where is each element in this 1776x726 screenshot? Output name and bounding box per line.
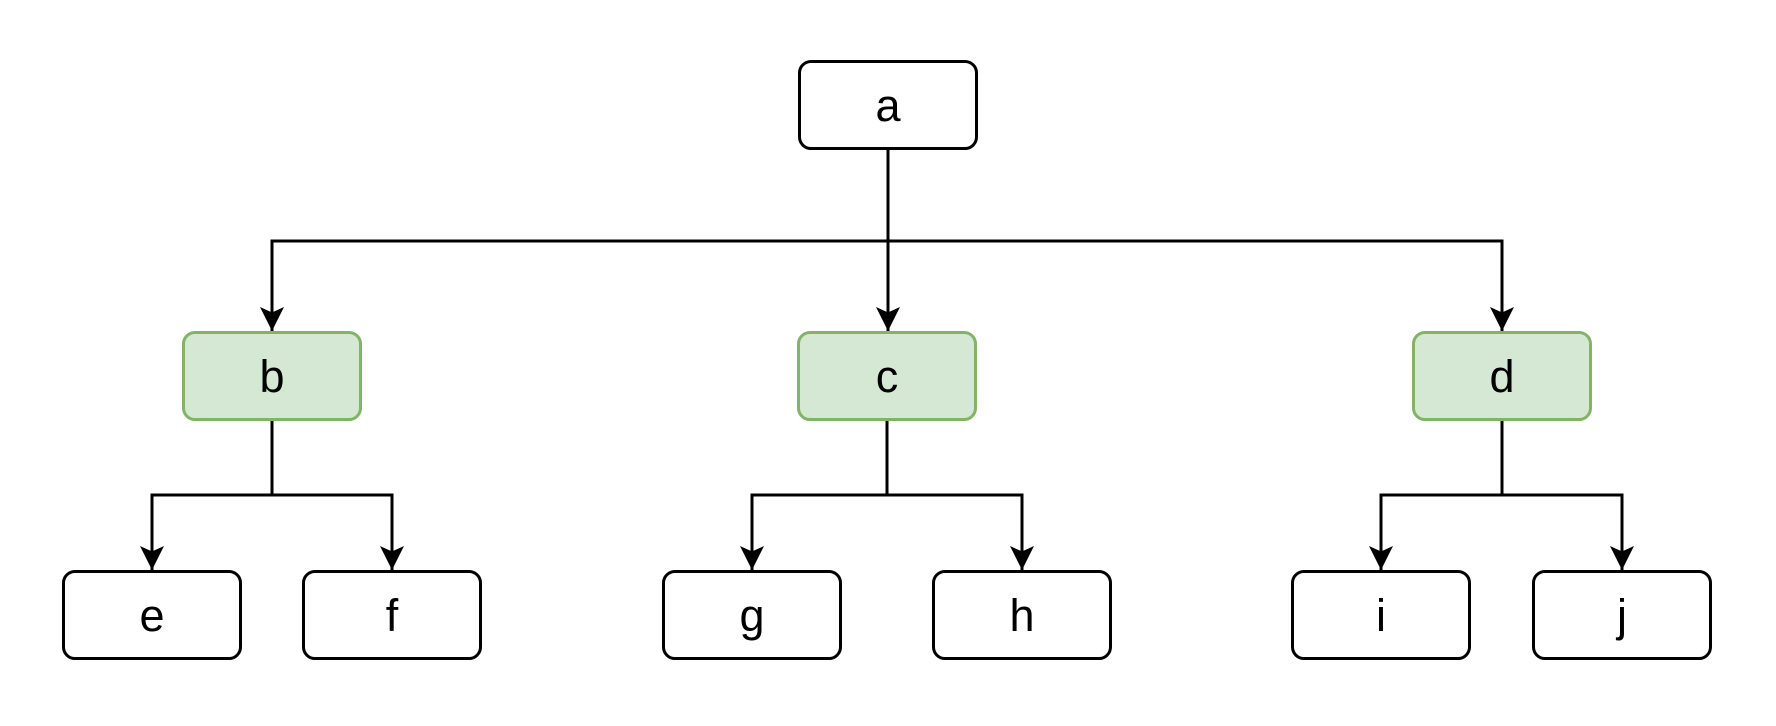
node-d[interactable]: d bbox=[1412, 331, 1592, 421]
node-b[interactable]: b bbox=[182, 331, 362, 421]
edge-c-g[interactable] bbox=[740, 421, 889, 570]
node-a-label: a bbox=[875, 79, 901, 131]
node-f[interactable]: f bbox=[302, 570, 482, 660]
node-e[interactable]: e bbox=[62, 570, 242, 660]
node-g-label: g bbox=[739, 589, 765, 641]
node-i[interactable]: i bbox=[1291, 570, 1471, 660]
edge-a-b[interactable] bbox=[260, 150, 890, 331]
node-f-label: f bbox=[385, 589, 399, 641]
node-j-label: j bbox=[1617, 589, 1627, 641]
node-j[interactable]: j bbox=[1532, 570, 1712, 660]
node-h[interactable]: h bbox=[932, 570, 1112, 660]
node-c[interactable]: c bbox=[797, 331, 977, 421]
node-g[interactable]: g bbox=[662, 570, 842, 660]
node-a[interactable]: a bbox=[798, 60, 978, 150]
node-d-label: d bbox=[1489, 350, 1515, 402]
edge-d-j[interactable] bbox=[1500, 421, 1634, 570]
node-e-label: e bbox=[139, 589, 165, 641]
edge-c-h[interactable] bbox=[885, 421, 1034, 570]
edge-b-f[interactable] bbox=[270, 421, 404, 570]
node-h-label: h bbox=[1009, 589, 1035, 641]
node-b-label: b bbox=[259, 350, 285, 402]
edge-d-i[interactable] bbox=[1369, 421, 1504, 570]
node-c-label: c bbox=[875, 350, 899, 402]
edge-b-e[interactable] bbox=[140, 421, 274, 570]
node-i-label: i bbox=[1376, 589, 1386, 641]
edge-a-d[interactable] bbox=[886, 150, 1514, 331]
